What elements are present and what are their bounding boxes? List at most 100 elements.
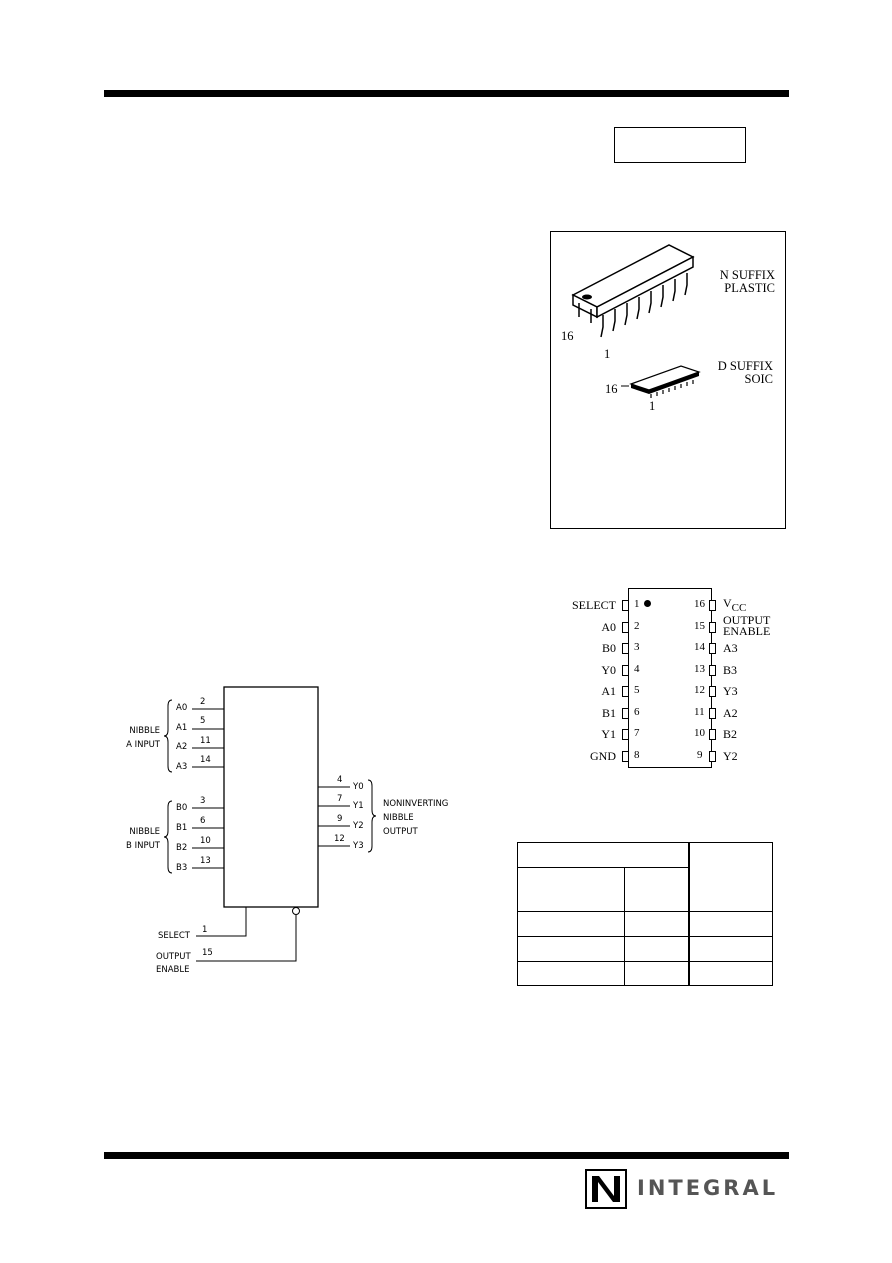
d-suffix-label: D SUFFIX SOIC <box>718 360 773 386</box>
pin-left-num: 8 <box>634 749 640 761</box>
logic-a-name: A1 <box>176 723 188 733</box>
logic-b-name: B0 <box>176 803 188 813</box>
logic-y-num: 4 <box>337 775 343 785</box>
oe-label: OUTPUT ENABLE <box>156 951 191 977</box>
pin-left-stub <box>622 686 629 697</box>
pin-left-name: A1 <box>601 684 616 698</box>
logic-a-name: A2 <box>176 742 188 752</box>
table-rule <box>518 867 688 868</box>
pin-right-name: B3 <box>723 663 738 677</box>
pin-right-stub <box>709 686 716 697</box>
pin-left-num: 7 <box>634 727 640 739</box>
pin-right-name: Y3 <box>723 684 738 698</box>
logic-b-name: B3 <box>176 863 188 873</box>
output-line3: OUTPUT <box>383 827 418 837</box>
pin-left-stub <box>622 729 629 740</box>
pin-right-stub <box>709 708 716 719</box>
pin-right-num: 13 <box>694 663 705 675</box>
logic-a-num: 14 <box>200 755 211 765</box>
logic-b-num: 10 <box>200 836 211 846</box>
soic-package-drawing <box>621 365 701 398</box>
pin-left-name: B1 <box>601 706 616 720</box>
pin1-dot-icon <box>644 600 651 607</box>
nibble-a-line2: A INPUT <box>126 740 160 750</box>
pin-right-name: B2 <box>723 727 738 741</box>
pin-right-num: 16 <box>694 598 705 610</box>
table-rule <box>624 867 625 985</box>
pin-left-name: GND <box>590 749 616 763</box>
pin-left-stub <box>622 665 629 676</box>
n-suffix-line1: N SUFFIX <box>719 268 775 282</box>
part-number-box <box>614 127 746 163</box>
oe-line2: ENABLE <box>723 624 771 638</box>
pin-right-num: 11 <box>694 706 705 718</box>
logic-y-name: Y1 <box>353 801 364 811</box>
oe-label-line1: OUTPUT <box>156 952 191 962</box>
pin-left-name: Y0 <box>601 663 616 677</box>
top-rule <box>104 90 789 97</box>
pin-right-stub <box>709 665 716 676</box>
table-rule <box>688 843 690 985</box>
pin-left-name: A0 <box>601 620 616 634</box>
logic-y-name: Y3 <box>353 841 364 851</box>
nibble-a-line1: NIBBLE <box>129 726 160 736</box>
logic-b-name: B2 <box>176 843 188 853</box>
logic-a-name: A0 <box>176 703 188 713</box>
table-rule <box>518 911 772 912</box>
package-box: 16 1 N SUFFIX PLASTIC 16 1 D SUFFIX SOIC <box>550 231 786 529</box>
pin-left-stub <box>622 708 629 719</box>
select-num: 1 <box>202 925 208 935</box>
pin-right-stub <box>709 600 716 611</box>
pin-left-stub <box>622 751 629 762</box>
logic-b-num: 3 <box>200 796 206 806</box>
output-line2: NIBBLE <box>383 813 414 823</box>
logic-b-num: 6 <box>200 816 206 826</box>
logic-a-num: 11 <box>200 736 211 746</box>
pin-right-name: OUTPUT ENABLE <box>723 614 771 638</box>
pin-left-num: 5 <box>634 684 640 696</box>
pin-left-num: 3 <box>634 641 640 653</box>
function-table <box>517 842 773 986</box>
logic-a-num: 2 <box>200 697 206 707</box>
oe-num: 15 <box>202 948 213 958</box>
vcc-sub: CC <box>731 602 747 614</box>
dip-package-drawing <box>571 244 695 338</box>
pin-right-name: Y2 <box>723 749 738 763</box>
dip-pin-16-label: 16 <box>561 329 574 343</box>
table-rule <box>518 961 772 962</box>
pin-left-num: 2 <box>634 620 640 632</box>
pin-right-num: 9 <box>697 749 703 761</box>
pin-right-num: 14 <box>694 641 705 653</box>
pin-left-name: B0 <box>601 641 616 655</box>
pin-left-num: 1 <box>634 598 640 610</box>
logic-y-num: 12 <box>334 834 345 844</box>
pin-left-num: 4 <box>634 663 640 675</box>
integral-logo-text: INTEGRAL <box>637 1176 779 1200</box>
integral-logo-icon <box>585 1169 627 1209</box>
pinout-chip-body <box>628 588 712 768</box>
n-suffix-line2: PLASTIC <box>724 281 775 295</box>
pin-right-stub <box>709 622 716 633</box>
nibble-b-line2: B INPUT <box>126 841 160 851</box>
pin-right-name: VCC <box>723 596 747 614</box>
logic-y-name: Y2 <box>353 821 364 831</box>
logic-b-num: 13 <box>200 856 211 866</box>
dip-pin-1-label: 1 <box>604 347 611 361</box>
nibble-b-label: NIBBLE B INPUT <box>112 825 160 853</box>
pin-right-stub <box>709 751 716 762</box>
select-label: SELECT <box>158 931 190 941</box>
pin-right-stub <box>709 729 716 740</box>
bottom-rule <box>104 1152 789 1159</box>
nibble-a-label: NIBBLE A INPUT <box>116 724 160 752</box>
logic-y-num: 9 <box>337 814 343 824</box>
pin-left-stub <box>622 622 629 633</box>
pin-left-name: SELECT <box>572 598 616 612</box>
pin-left-stub <box>622 600 629 611</box>
pin-right-name: A2 <box>723 706 738 720</box>
oe-label-line2: ENABLE <box>156 965 190 975</box>
d-suffix-line1: D SUFFIX <box>717 359 773 373</box>
pin-left-stub <box>622 643 629 654</box>
table-rule <box>518 936 772 937</box>
pin-left-name: Y1 <box>601 727 616 741</box>
